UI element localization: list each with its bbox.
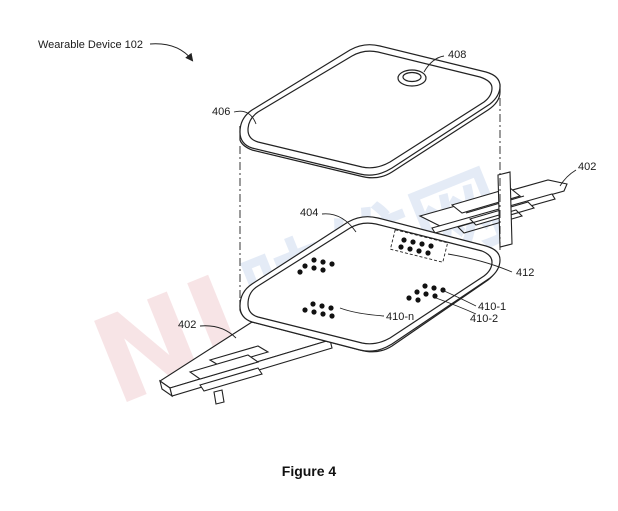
label-406: 406 (212, 106, 230, 118)
projection-lines (239, 98, 501, 300)
label-408: 408 (448, 49, 466, 61)
device-title-label: Wearable Device 102 (38, 39, 143, 51)
base-housing (239, 216, 501, 353)
leader-lines (199, 55, 577, 339)
label-412: 412 (516, 267, 534, 279)
label-410-n: 410-n (386, 311, 414, 323)
crown-button-icon (397, 69, 427, 87)
band-right (418, 171, 568, 248)
sensor-dots (297, 237, 446, 319)
label-410-2: 410-2 (470, 313, 498, 325)
label-402-left: 402 (178, 319, 196, 331)
label-402-right: 402 (578, 161, 596, 173)
sensor-region-box (389, 229, 449, 263)
cover (239, 44, 501, 179)
figure-caption: Figure 4 (282, 463, 337, 479)
title-arrow (149, 43, 194, 62)
band-left (159, 321, 333, 405)
label-410-1: 410-1 (478, 301, 506, 313)
label-404: 404 (300, 207, 318, 219)
